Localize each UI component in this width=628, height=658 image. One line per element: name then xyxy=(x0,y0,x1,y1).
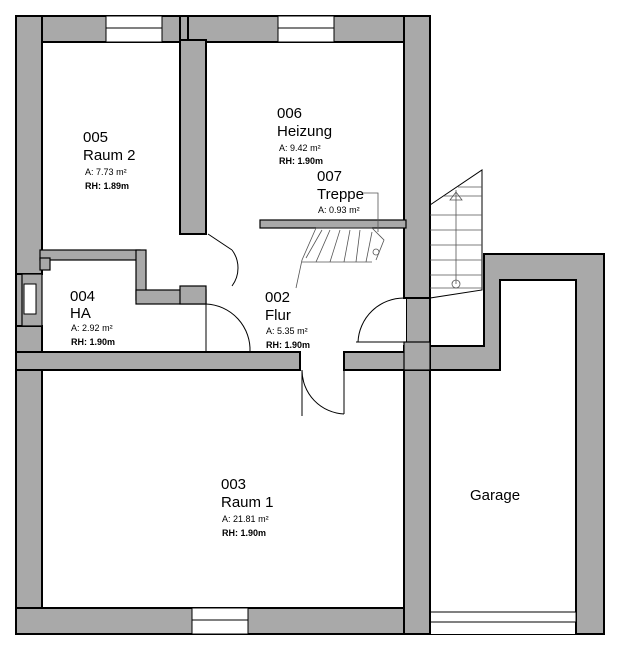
wall-ha-left-inner xyxy=(39,257,51,271)
door-ha xyxy=(205,303,251,353)
wall-left-lower xyxy=(15,325,43,635)
svg-text:RH: 1.90m: RH: 1.90m xyxy=(279,156,323,166)
room-label-004: 004 HA A: 2.92 m² RH: 1.90m xyxy=(70,288,115,347)
svg-text:Flur: Flur xyxy=(265,307,291,324)
wall-heizung-bottom xyxy=(259,219,407,229)
svg-text:RH: 1.90m: RH: 1.90m xyxy=(266,340,310,350)
garage-label: Garage xyxy=(470,487,520,504)
garage-wall xyxy=(429,253,605,635)
window-raum1 xyxy=(191,607,249,635)
wall-ha-bottom xyxy=(15,351,301,371)
door-flur-right xyxy=(356,297,405,343)
wall-raum2-heizung-b xyxy=(179,39,207,235)
room-label-003: 003 Raum 1 A: 21.81 m² RH: 1.90m xyxy=(221,476,274,538)
window-raum2 xyxy=(105,15,163,43)
svg-text:004: 004 xyxy=(70,288,95,305)
svg-text:003: 003 xyxy=(221,476,246,493)
wall-flur-right-stub xyxy=(403,341,431,371)
svg-text:RH: 1.89m: RH: 1.89m xyxy=(85,181,129,191)
exterior-stair-treads xyxy=(430,186,482,289)
svg-text:A: 2.92 m²: A: 2.92 m² xyxy=(71,323,113,333)
door-raum2 xyxy=(207,233,239,287)
svg-text:Treppe: Treppe xyxy=(317,186,364,203)
svg-text:Raum 2: Raum 2 xyxy=(83,147,136,164)
wall-top xyxy=(15,15,431,43)
interior-stair xyxy=(295,192,385,289)
room-label-007: 007 Treppe A: 0.93 m² xyxy=(317,168,364,215)
svg-text:RH: 1.90m: RH: 1.90m xyxy=(222,528,266,538)
svg-text:A: 5.35 m²: A: 5.35 m² xyxy=(266,326,308,336)
room-label-006: 006 Heizung A: 9.42 m² RH: 1.90m xyxy=(277,105,332,166)
svg-text:A: 21.81 m²: A: 21.81 m² xyxy=(222,514,269,524)
svg-text:A: 9.42 m²: A: 9.42 m² xyxy=(279,143,321,153)
wall-ha-top-b xyxy=(179,285,207,305)
svg-text:006: 006 xyxy=(277,105,302,122)
svg-text:005: 005 xyxy=(83,129,108,146)
svg-text:Heizung: Heizung xyxy=(277,123,332,140)
wall-right-lower xyxy=(403,345,431,635)
room-label-005: 005 Raum 2 A: 7.73 m² RH: 1.89m xyxy=(83,129,136,191)
room-label-002: 002 Flur A: 5.35 m² RH: 1.90m xyxy=(265,289,310,350)
door-flur-bottom xyxy=(301,369,345,416)
svg-text:007: 007 xyxy=(317,168,342,185)
svg-text:RH: 1.90m: RH: 1.90m xyxy=(71,337,115,347)
wall-left-upper xyxy=(15,15,43,275)
svg-text:HA: HA xyxy=(70,305,91,322)
wall-raum2-bottom xyxy=(39,249,141,261)
garage-door xyxy=(429,611,577,623)
svg-text:002: 002 xyxy=(265,289,290,306)
window-heizung xyxy=(277,15,335,43)
svg-text:Raum 1: Raum 1 xyxy=(221,494,274,511)
exterior-stairs xyxy=(429,169,483,299)
svg-text:A: 0.93 m²: A: 0.93 m² xyxy=(318,205,360,215)
wall-right-upper xyxy=(403,15,431,299)
svg-text:A: 7.73 m²: A: 7.73 m² xyxy=(85,167,127,177)
